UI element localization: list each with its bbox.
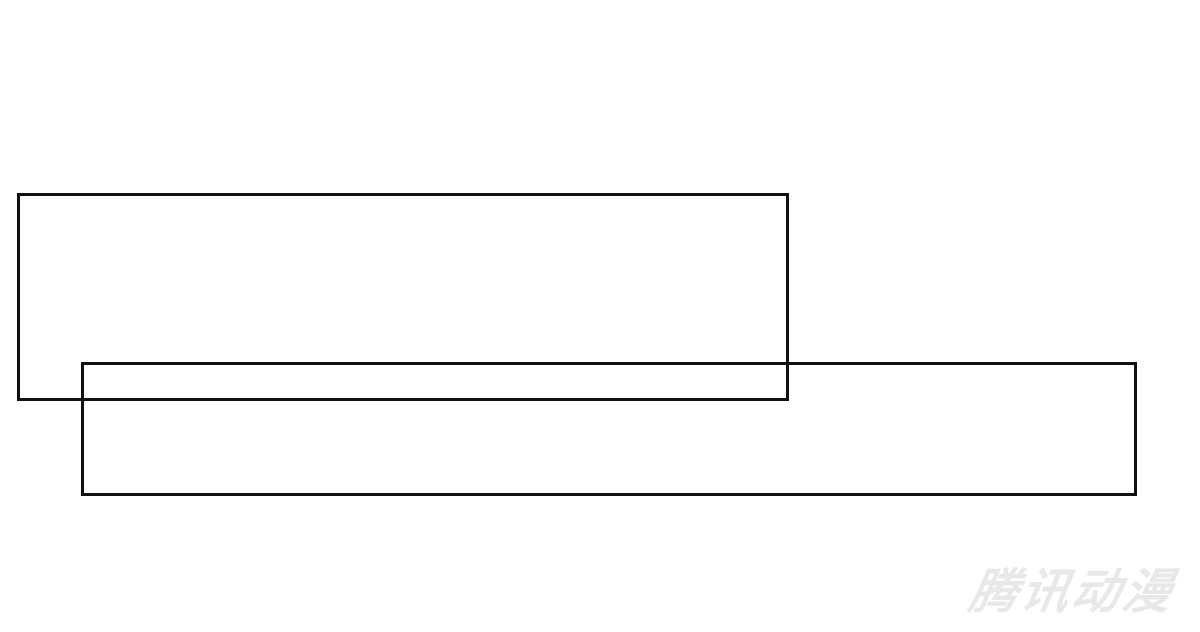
comic-panel-top (17, 193, 789, 401)
tencent-comics-watermark: 腾讯动漫 (965, 564, 1180, 620)
comic-panel-bottom (81, 362, 1137, 496)
